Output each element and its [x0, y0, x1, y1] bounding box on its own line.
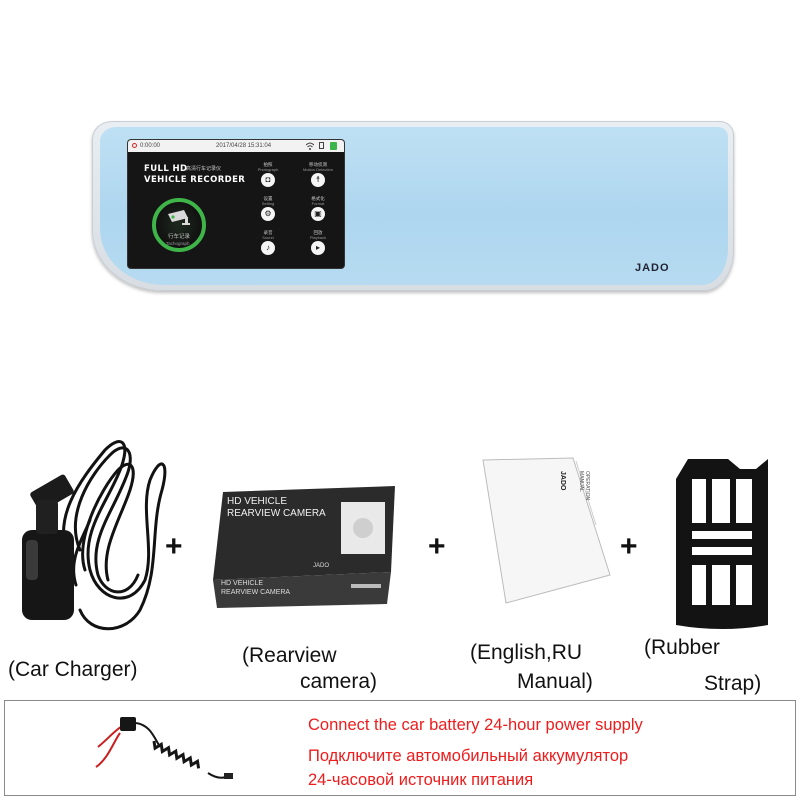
- screen-title-chinese: 高清行车记录仪: [186, 166, 222, 172]
- sd-card-icon: ▣: [311, 207, 325, 221]
- plus-sign: +: [428, 530, 446, 563]
- hardwire-note-english: Connect the car battery 24-hour power su…: [308, 716, 643, 734]
- box-top-title: HD VEHICLE: [227, 496, 288, 507]
- gear-icon: ⚙: [261, 207, 275, 221]
- menu-label-chinese: 拍照: [263, 162, 273, 167]
- user-manual-image: JADO OPERATION MANUAL: [478, 455, 613, 605]
- menu-label-chinese: 录音: [263, 230, 273, 235]
- menu-label-chinese: 设置: [263, 196, 273, 201]
- tachograph-label-chinese: 行车记录: [168, 234, 191, 240]
- menu-playback[interactable]: 回放 Playback ▸: [298, 230, 338, 258]
- rubber-strap-caption-line2: Strap): [704, 672, 762, 695]
- rubber-strap-image: [676, 459, 768, 629]
- menu-label: Sound: [262, 235, 274, 240]
- menu-setting[interactable]: 设置 Setting ⚙: [248, 196, 288, 224]
- menu-label-chinese: 回放: [313, 230, 323, 235]
- wifi-icon: [306, 142, 314, 150]
- car-charger-caption: (Car Charger): [8, 658, 138, 681]
- manual-caption-line1: (English,RU: [470, 641, 583, 664]
- box-brand: JADO: [313, 563, 330, 569]
- menu-label-chinese: 格式化: [311, 196, 325, 201]
- plus-sign: +: [165, 530, 183, 563]
- hardwire-kit-cable-image: [95, 717, 233, 779]
- status-datetime: 2017/04/28 15:31:04: [216, 143, 272, 149]
- hardwire-kit-panel: [4, 700, 796, 796]
- tachograph-label: Tachograph: [166, 241, 190, 246]
- menu-label: Motion Detection: [302, 167, 333, 172]
- mirror-brand-logo: JADO: [635, 262, 670, 274]
- menu-sound[interactable]: 录音 Sound ♪: [248, 230, 288, 258]
- cctv-camera-icon: [168, 210, 190, 225]
- screen-title: FULL HD: [144, 164, 188, 174]
- menu-format[interactable]: 格式化 Format ▣: [298, 196, 338, 224]
- car-charger-image: [22, 440, 167, 631]
- running-man-icon: ☨: [311, 173, 325, 187]
- hardwire-note-russian-line2: 24-часовой источник питания: [308, 771, 534, 789]
- record-icon: [132, 143, 137, 148]
- menu-label: Playback: [309, 235, 327, 240]
- rearview-camera-box-image: HD VEHICLE REARVIEW CAMERA HD VEHICLE RE…: [205, 480, 405, 610]
- folder-icon: ▸: [311, 241, 325, 255]
- plus-sign: +: [620, 530, 638, 563]
- manual-caption-line2: Manual): [517, 670, 593, 693]
- hardwire-note-russian-line1: Подключите автомобильный аккумулятор: [308, 747, 629, 765]
- menu-label: Format: [311, 201, 325, 206]
- menu-motion-detection[interactable]: 移动侦测 Motion Detection ☨: [298, 162, 338, 190]
- manual-title: OPERATION MANUAL: [578, 471, 590, 501]
- microphone-icon: ♪: [261, 241, 275, 255]
- manual-brand: JADO: [559, 471, 566, 491]
- box-front-subtitle: REARVIEW CAMERA: [221, 589, 291, 596]
- menu-label: Photograph: [257, 167, 279, 172]
- sd-card-status-icon: [319, 142, 324, 149]
- menu-photograph[interactable]: 拍照 Photograph ◘: [248, 162, 288, 190]
- menu-label: Setting: [261, 201, 275, 206]
- status-bar: 0:00:00 2017/04/28 15:31:04: [128, 140, 344, 152]
- rearview-camera-caption-line1: (Rearview: [242, 644, 337, 667]
- rubber-strap-caption-line1: (Rubber: [644, 636, 720, 659]
- rearview-camera-caption-line2: camera): [300, 670, 378, 693]
- camera-icon: ◘: [261, 173, 275, 187]
- menu-label-chinese: 移动侦测: [309, 162, 327, 167]
- battery-icon: [330, 142, 337, 150]
- record-time: 0:00:00: [140, 143, 161, 149]
- screen-subtitle: VEHICLE RECORDER: [144, 175, 246, 185]
- box-top-subtitle: REARVIEW CAMERA: [227, 508, 326, 519]
- dash-cam-screen: 0:00:00 2017/04/28 15:31:04 FULL HD 高清行车…: [128, 140, 344, 268]
- box-front-title: HD VEHICLE: [221, 580, 264, 587]
- tachograph-button[interactable]: [152, 198, 206, 252]
